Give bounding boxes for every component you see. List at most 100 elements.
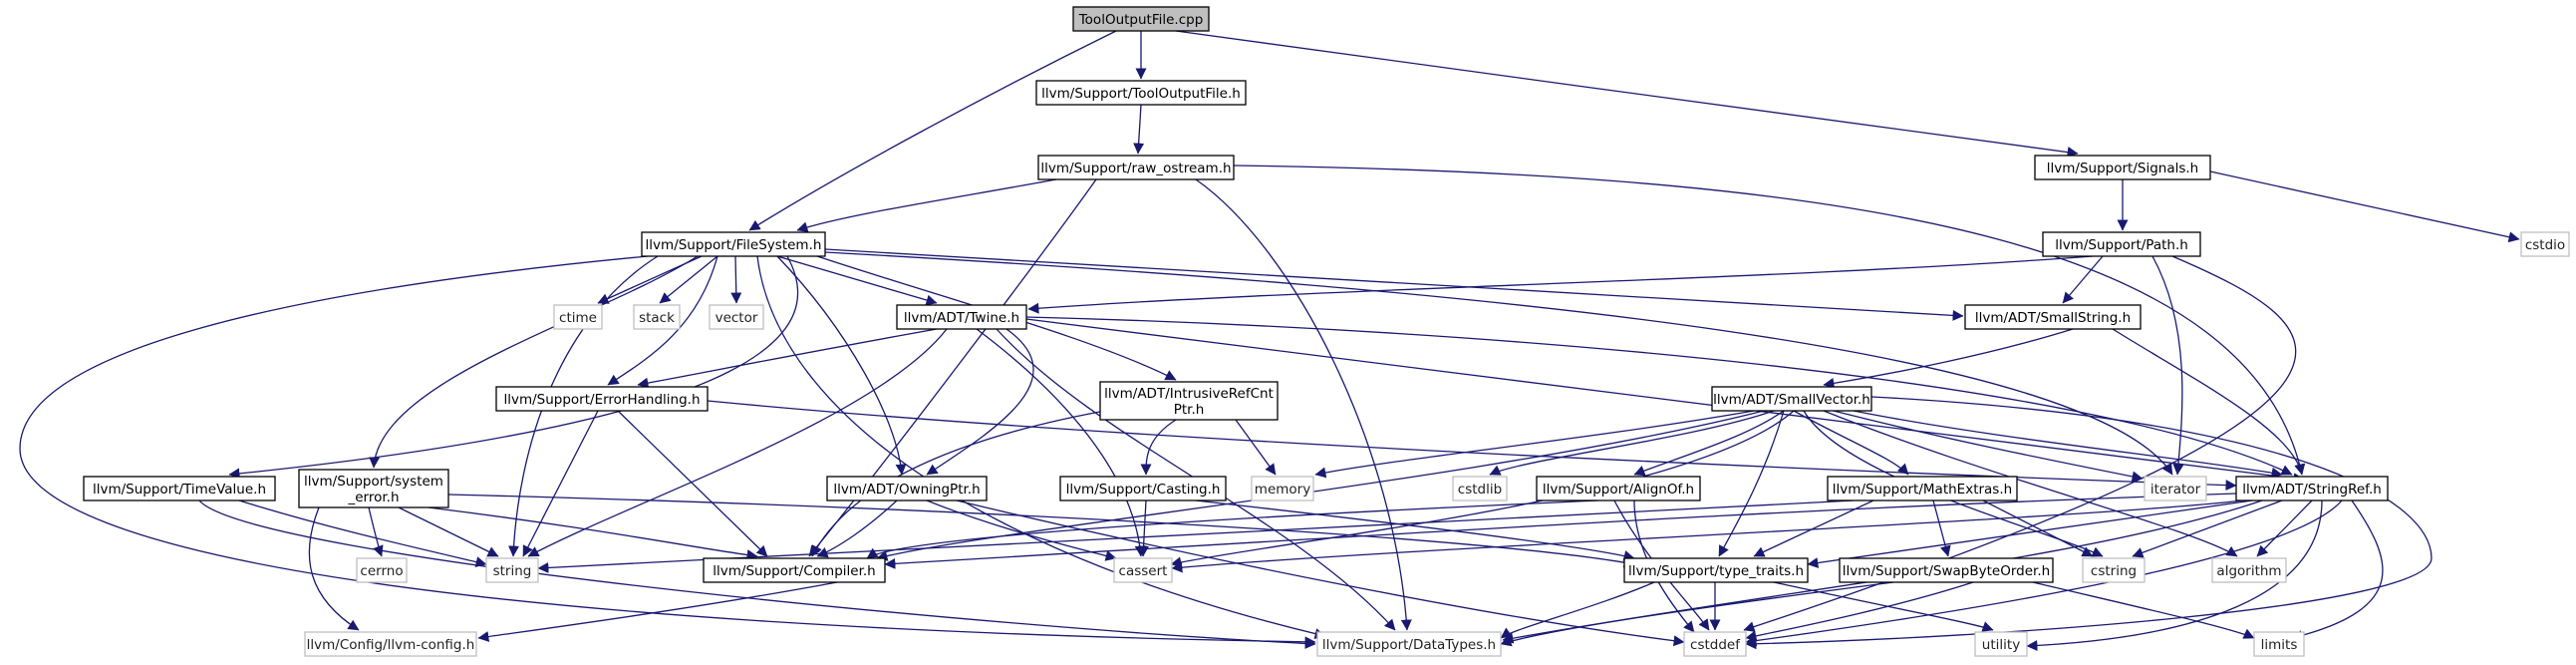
node-tooloutputfile-h[interactable]: llvm/Support/ToolOutputFile.h bbox=[1035, 80, 1247, 106]
include-edge bbox=[477, 581, 838, 642]
node-label: llvm/ADT/SmallString.h bbox=[1975, 310, 2131, 326]
include-edge bbox=[926, 328, 1034, 476]
include-edge bbox=[368, 506, 384, 557]
node-label: ctime bbox=[559, 310, 597, 326]
node-owningptr-h[interactable]: llvm/ADT/OwningPtr.h bbox=[826, 476, 988, 501]
node-intrusiverefcntptr-h[interactable]: llvm/ADT/IntrusiveRefCnt Ptr.h bbox=[1099, 381, 1279, 421]
include-edge bbox=[2112, 328, 2306, 476]
include-edge bbox=[1002, 315, 2305, 485]
include-edge bbox=[1140, 419, 1177, 476]
include-edge bbox=[238, 499, 487, 567]
include-edge bbox=[884, 493, 2237, 569]
include-edge bbox=[707, 400, 2237, 492]
node-cstddef[interactable]: cstddef bbox=[1683, 631, 1747, 657]
node-smallstring-h[interactable]: llvm/ADT/SmallString.h bbox=[1964, 304, 2142, 330]
include-edge bbox=[1500, 581, 1655, 639]
node-label: llvm/Support/Casting.h bbox=[1066, 482, 1221, 498]
include-edge bbox=[198, 499, 1316, 649]
node-label: llvm/Support/DataTypes.h bbox=[1322, 637, 1496, 653]
include-edge bbox=[976, 328, 1146, 557]
node-swapbyteorder-h[interactable]: llvm/Support/SwapByteOrder.h bbox=[1839, 557, 2054, 583]
node-utility[interactable]: utility bbox=[1974, 631, 2028, 657]
include-edge bbox=[1500, 581, 1894, 647]
node-timevalue-h[interactable]: llvm/Support/TimeValue.h bbox=[83, 476, 276, 501]
include-edge bbox=[824, 248, 1964, 321]
include-edge bbox=[1773, 581, 1994, 632]
node-string[interactable]: string bbox=[485, 557, 539, 583]
include-edge bbox=[1823, 410, 2238, 557]
node-llvm-config-h[interactable]: llvm/Config/llvm-config.h bbox=[304, 631, 477, 657]
node-datatypes-h[interactable]: llvm/Support/DataTypes.h bbox=[1316, 631, 1502, 657]
include-edge bbox=[730, 255, 742, 304]
include-edge bbox=[2291, 499, 2384, 641]
node-system-error-h[interactable]: llvm/Support/system _error.h bbox=[298, 469, 449, 508]
include-edge bbox=[659, 255, 718, 304]
node-cstring[interactable]: cstring bbox=[2082, 557, 2146, 583]
node-type-traits-h[interactable]: llvm/Support/type_traits.h bbox=[1623, 557, 1809, 583]
include-edge bbox=[308, 506, 360, 631]
node-compiler-h[interactable]: llvm/Support/Compiler.h bbox=[703, 557, 886, 583]
include-edge bbox=[228, 255, 799, 480]
node-label: llvm/Support/FileSystem.h bbox=[646, 237, 822, 253]
node-label: llvm/Support/TimeValue.h bbox=[93, 482, 266, 498]
include-edge bbox=[1171, 499, 2243, 573]
include-edge bbox=[607, 255, 718, 386]
node-label-line1: llvm/ADT/IntrusiveRefCnt bbox=[1104, 386, 1274, 402]
node-label: llvm/Support/AlignOf.h bbox=[1543, 482, 1694, 498]
node-label: llvm/ADT/StringRef.h bbox=[2242, 482, 2382, 498]
node-signals-h[interactable]: llvm/Support/Signals.h bbox=[2034, 155, 2211, 180]
node-label: cstring bbox=[2091, 563, 2137, 579]
node-label: limits bbox=[2261, 637, 2298, 653]
node-label: llvm/Support/MathExtras.h bbox=[1833, 482, 2012, 498]
include-edge bbox=[1489, 410, 1775, 476]
node-limits[interactable]: limits bbox=[2253, 631, 2305, 657]
include-edge bbox=[2132, 499, 2283, 558]
include-edge bbox=[1175, 30, 2079, 158]
node-cstdio[interactable]: cstdio bbox=[2520, 231, 2570, 257]
node-label: llvm/Support/Path.h bbox=[2055, 237, 2188, 253]
include-edge bbox=[1633, 410, 1785, 477]
include-edge bbox=[1195, 499, 1635, 561]
node-label: algorithm bbox=[2216, 563, 2281, 579]
node-memory[interactable]: memory bbox=[1251, 476, 1314, 501]
include-edge bbox=[1745, 396, 2433, 650]
node-label: cerrno bbox=[360, 563, 403, 579]
include-edge bbox=[2062, 255, 2104, 304]
include-edge bbox=[926, 499, 1117, 561]
node-vector[interactable]: vector bbox=[709, 304, 764, 330]
node-errorhandling-h[interactable]: llvm/Support/ErrorHandling.h bbox=[495, 386, 709, 412]
include-edge bbox=[2026, 499, 2323, 651]
node-cassert[interactable]: cassert bbox=[1113, 557, 1173, 583]
include-edge bbox=[1718, 410, 1785, 557]
include-edge bbox=[447, 494, 1635, 568]
node-stringref-h[interactable]: llvm/ADT/StringRef.h bbox=[2235, 476, 2389, 501]
node-alignof-h[interactable]: llvm/Support/AlignOf.h bbox=[1536, 476, 1701, 501]
node-toolout-cpp[interactable]: ToolOutputFile.cpp bbox=[1072, 6, 1210, 32]
include-edge bbox=[1853, 410, 2283, 479]
node-label: llvm/Support/raw_ostream.h bbox=[1040, 161, 1231, 176]
node-label: llvm/Support/ToolOutputFile.h bbox=[1041, 86, 1241, 102]
node-cerrno[interactable]: cerrno bbox=[356, 557, 408, 583]
node-label: cstddef bbox=[1690, 637, 1741, 653]
include-edge bbox=[2209, 170, 2520, 243]
node-stack[interactable]: stack bbox=[633, 304, 681, 330]
node-iterator[interactable]: iterator bbox=[2144, 476, 2207, 501]
node-path-h[interactable]: llvm/Support/Path.h bbox=[2042, 231, 2201, 257]
node-algorithm[interactable]: algorithm bbox=[2211, 557, 2287, 583]
node-ctime[interactable]: ctime bbox=[553, 304, 603, 330]
node-casting-h[interactable]: llvm/Support/Casting.h bbox=[1059, 476, 1227, 501]
include-edge bbox=[776, 255, 907, 476]
node-smallvector-h[interactable]: llvm/ADT/SmallVector.h bbox=[1711, 386, 1872, 412]
include-edge bbox=[1138, 499, 1150, 557]
node-raw-ostream-h[interactable]: llvm/Support/raw_ostream.h bbox=[1037, 155, 1235, 180]
node-cstdlib[interactable]: cstdlib bbox=[1452, 476, 1508, 501]
node-mathextras-h[interactable]: llvm/Support/MathExtras.h bbox=[1827, 476, 2018, 501]
include-edge bbox=[956, 499, 1685, 647]
include-edge bbox=[617, 410, 768, 557]
node-label: llvm/Support/Signals.h bbox=[2047, 161, 2198, 176]
include-edge bbox=[1314, 410, 1755, 479]
node-twine-h[interactable]: llvm/ADT/Twine.h bbox=[896, 304, 1027, 330]
node-filesystem-h[interactable]: llvm/Support/FileSystem.h bbox=[641, 231, 826, 257]
include-edge bbox=[1027, 255, 2094, 314]
node-label: cstdio bbox=[2525, 237, 2565, 253]
